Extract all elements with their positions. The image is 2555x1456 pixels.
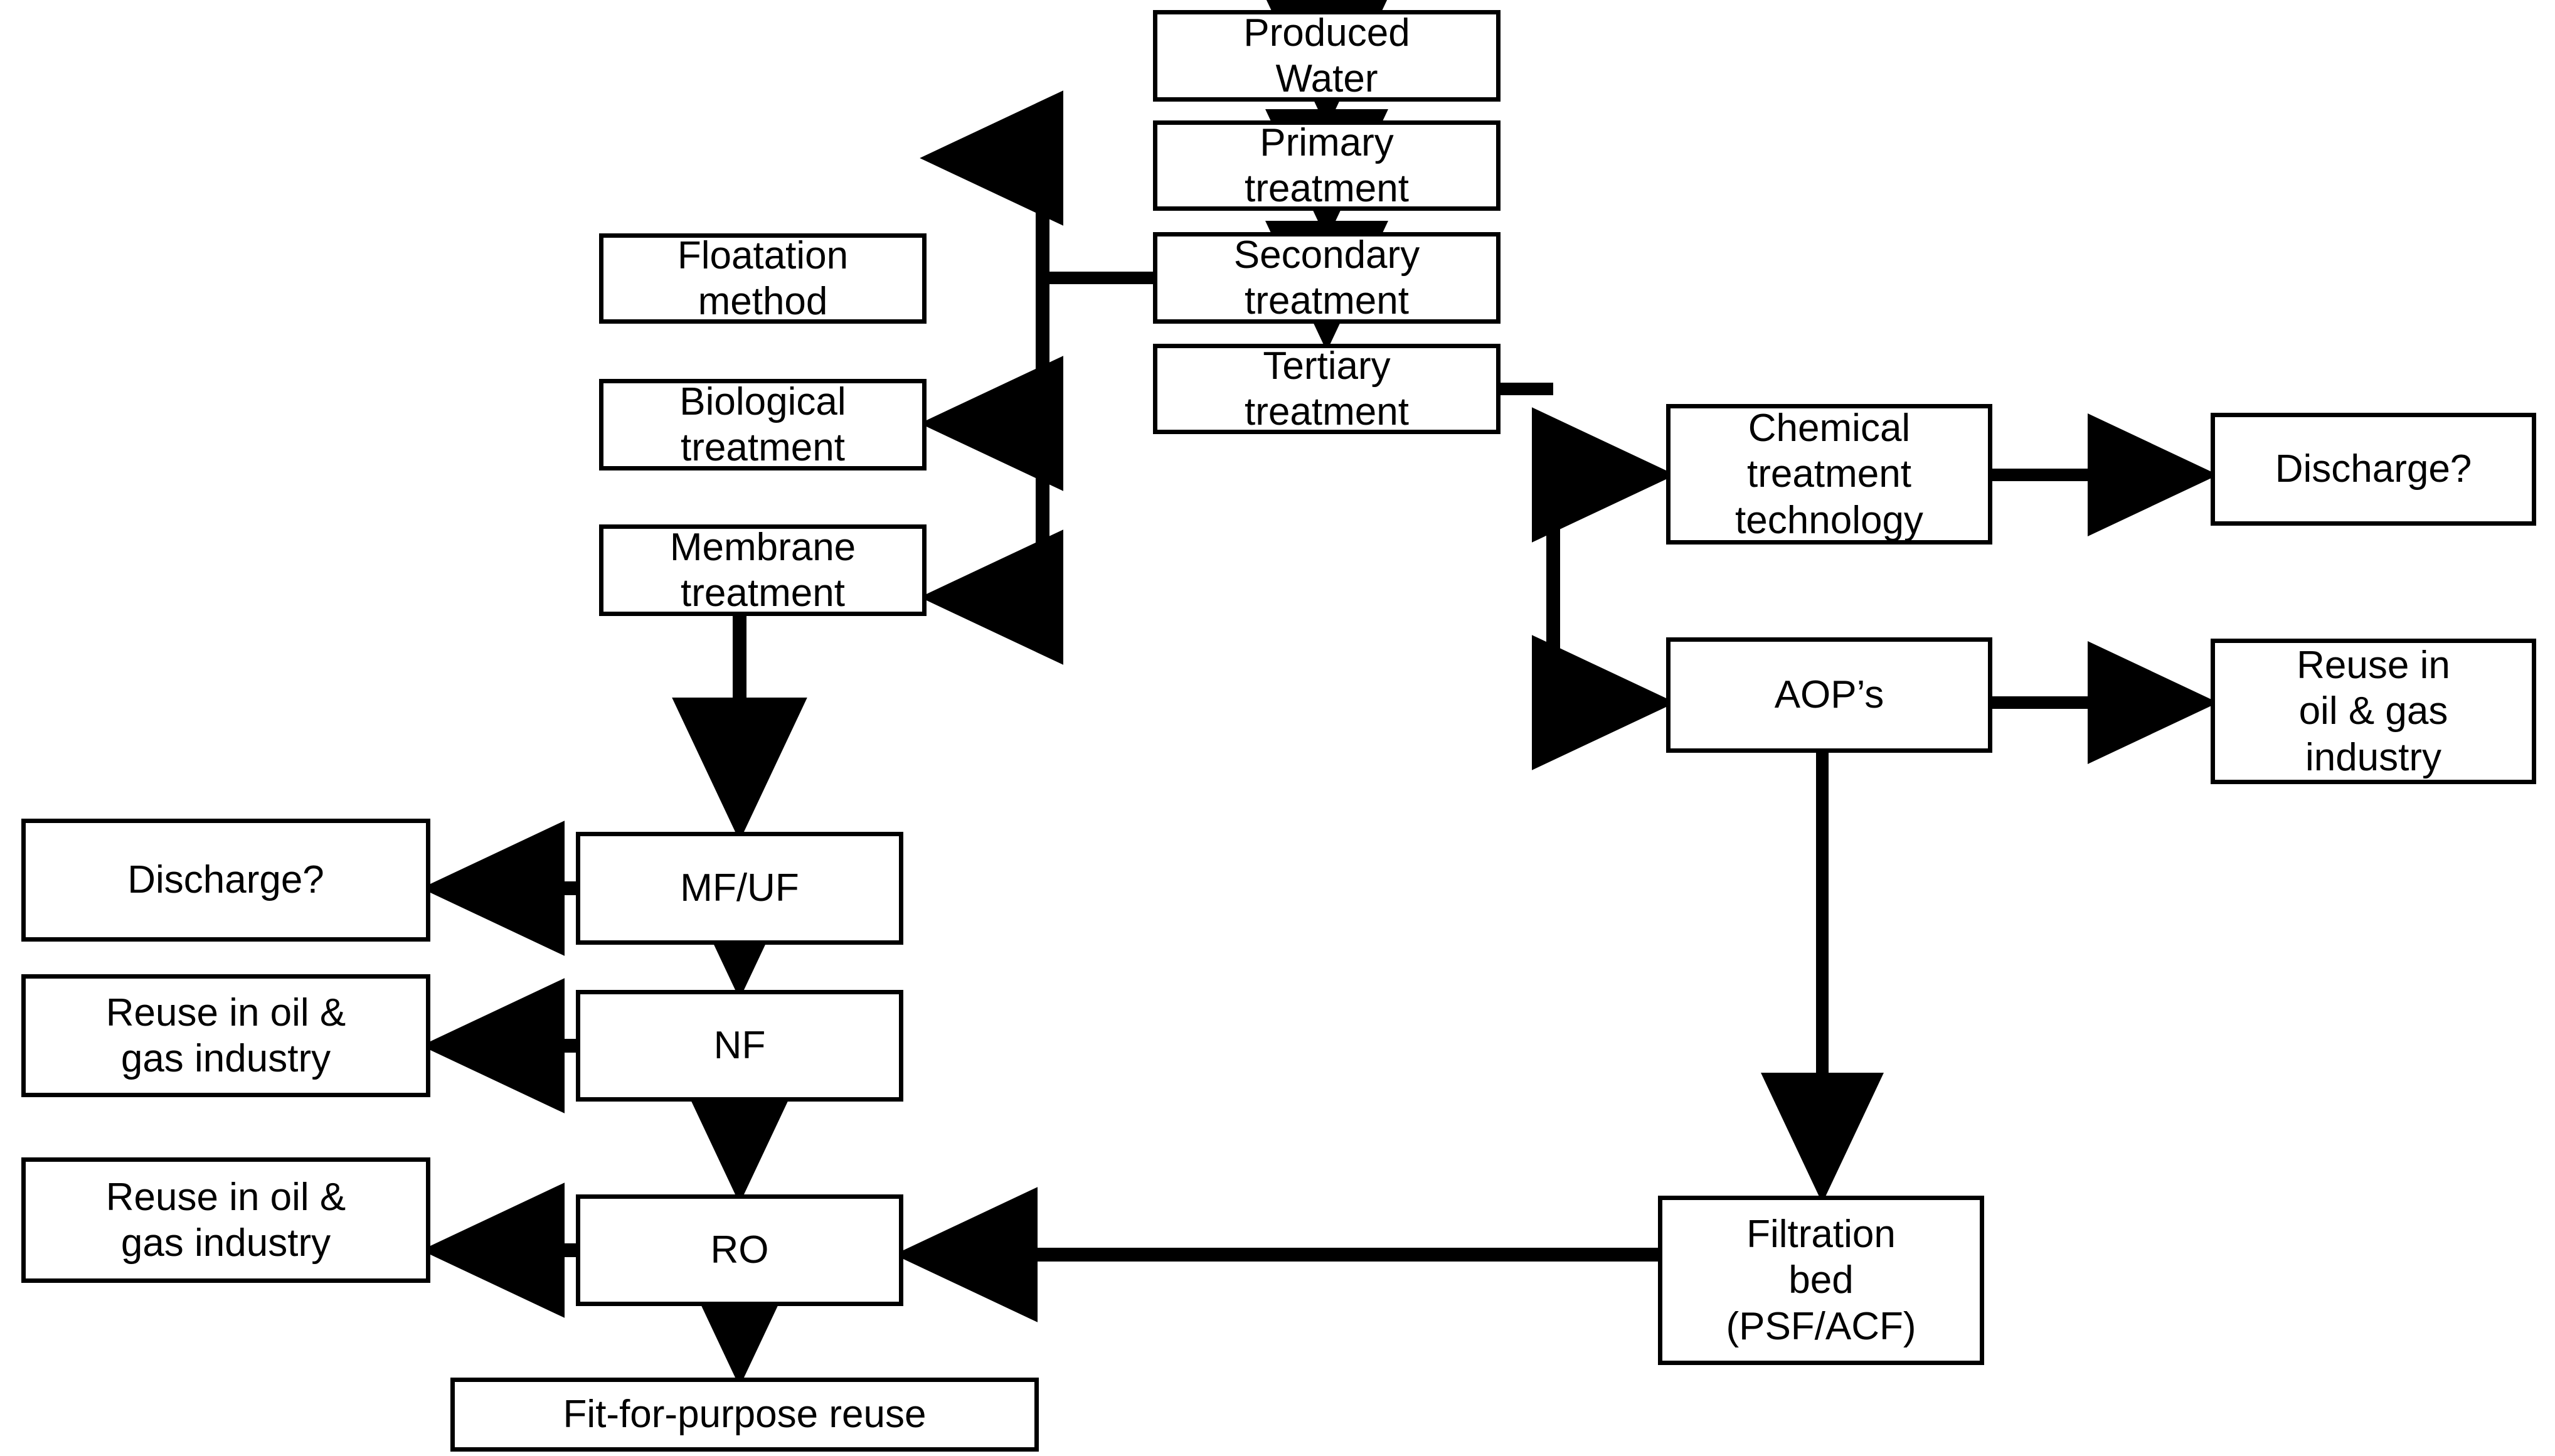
node-discharge-left[interactable]: Discharge? bbox=[21, 819, 430, 942]
node-produced-water[interactable]: Produced Water bbox=[1153, 10, 1501, 102]
node-primary-treatment[interactable]: Primary treatment bbox=[1153, 120, 1501, 211]
node-floatation-method[interactable]: Floatation method bbox=[599, 233, 927, 324]
node-filtration-bed[interactable]: Filtration bed (PSF/ACF) bbox=[1658, 1196, 1984, 1365]
node-secondary-treatment[interactable]: Secondary treatment bbox=[1153, 232, 1501, 324]
node-membrane-treatment[interactable]: Membrane treatment bbox=[599, 524, 927, 616]
node-fit-for-purpose-reuse[interactable]: Fit-for-purpose reuse bbox=[450, 1378, 1039, 1452]
node-mf-uf[interactable]: MF/UF bbox=[576, 832, 903, 945]
node-nf[interactable]: NF bbox=[576, 990, 903, 1102]
node-discharge-right[interactable]: Discharge? bbox=[2211, 413, 2536, 526]
node-aops[interactable]: AOP’s bbox=[1666, 637, 1992, 753]
node-reuse-oil-gas-right[interactable]: Reuse in oil & gas industry bbox=[2211, 639, 2536, 784]
node-ro[interactable]: RO bbox=[576, 1194, 903, 1306]
node-tertiary-treatment[interactable]: Tertiary treatment bbox=[1153, 344, 1501, 434]
node-biological-treatment[interactable]: Biological treatment bbox=[599, 379, 927, 470]
node-reuse-oil-gas-left-1[interactable]: Reuse in oil & gas industry bbox=[21, 974, 430, 1097]
node-reuse-oil-gas-left-2[interactable]: Reuse in oil & gas industry bbox=[21, 1157, 430, 1283]
node-chemical-treatment-technology[interactable]: Chemical treatment technology bbox=[1666, 404, 1992, 545]
